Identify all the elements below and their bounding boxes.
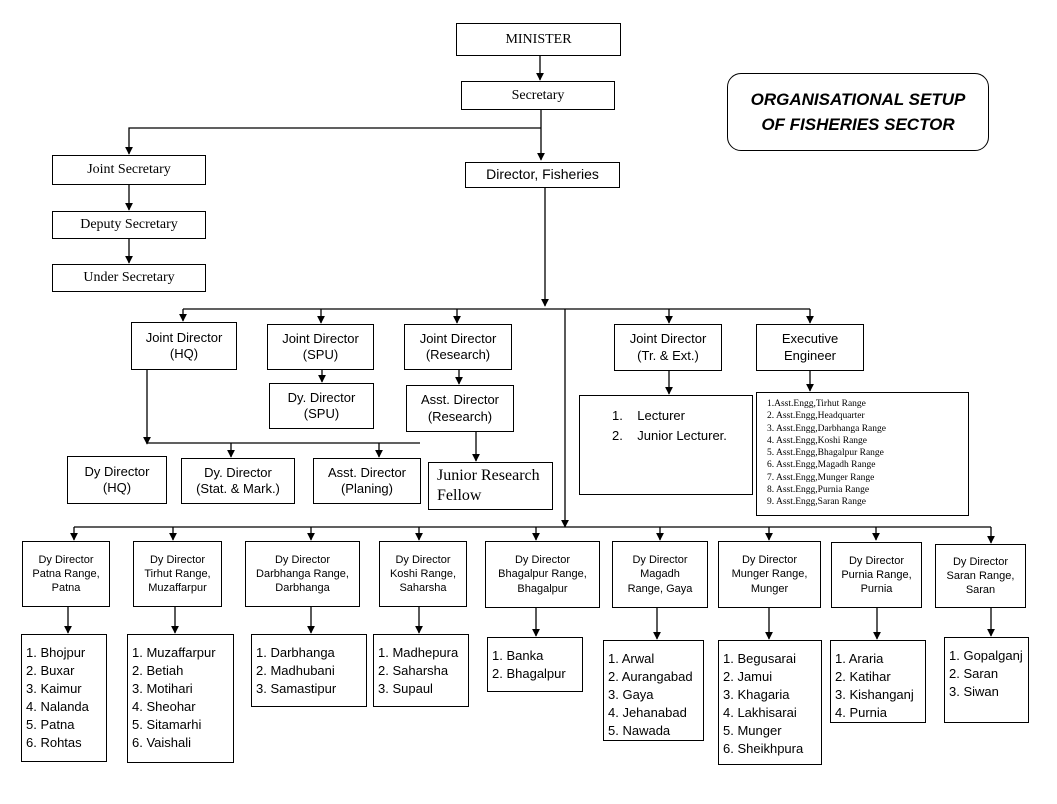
- asst-director-planing-box: Asst. Director (Planing): [313, 458, 421, 504]
- secretary-to-joint-secretary-arrow: [125, 127, 541, 155]
- range-patna-box: Dy Director Patna Range, Patna: [22, 541, 110, 607]
- dy-director-hq-box: Dy Director (HQ): [67, 456, 167, 504]
- joint-director-hq-box: Joint Director (HQ): [131, 322, 237, 370]
- districts-patna: 1. Bhojpur 2. Buxar 3. Kaimur 4. Nalanda…: [21, 634, 107, 762]
- list-item: 9. Asst.Engg,Saran Range: [767, 497, 866, 508]
- list-item: 2. Madhubani: [256, 663, 335, 678]
- list-item: 5. Munger: [723, 723, 782, 738]
- list-item: 1. Darbhanga: [256, 645, 335, 660]
- list-item: 1. Muzaffarpur: [132, 645, 216, 660]
- list-item: 1.Asst.Engg,Tirhut Range: [767, 399, 866, 409]
- range-purnia-box: Dy Director Purnia Range, Purnia: [831, 542, 922, 608]
- list-item: 1. Arwal: [608, 651, 655, 666]
- director-fisheries-box: Director, Fisheries: [465, 162, 620, 188]
- list-item: 6. Asst.Engg,Magadh Range: [767, 460, 876, 471]
- secretary-box: Secretary: [461, 81, 615, 110]
- junior-lecturer-label: Junior Lecturer.: [637, 428, 727, 443]
- list-item: 1. Gopalganj: [949, 648, 1023, 663]
- list-item: 4. Lakhisarai: [723, 705, 797, 720]
- list-item: 4. Purnia: [835, 705, 888, 720]
- lecturer-label: Lecturer: [637, 408, 685, 423]
- list-item: 4. Jehanabad: [608, 705, 687, 720]
- range-bhagalpur-box: Dy Director Bhagalpur Range, Bhagalpur: [485, 541, 600, 608]
- list-item: 3. Motihari: [132, 681, 193, 696]
- lecturer-list: 1. Lecturer 2. Junior Lecturer.: [579, 395, 753, 495]
- dy-director-spu-box: Dy. Director (SPU): [269, 383, 374, 429]
- range-magadh-box: Dy Director Magadh Range, Gaya: [612, 541, 708, 608]
- districts-munger: 1. Begusarai 2. Jamui 3. Khagaria 4. Lak…: [718, 640, 822, 765]
- list-item: 3. Samastipur: [256, 681, 337, 696]
- lecturer-item: 1. Lecturer: [612, 408, 685, 423]
- chart-title: ORGANISATIONAL SETUP OF FISHERIES SECTOR: [727, 73, 989, 151]
- districts-magadh: 1. Arwal 2. Aurangabad 3. Gaya 4. Jehana…: [603, 640, 704, 741]
- list-item: 4. Nalanda: [26, 699, 89, 714]
- joint-secretary-box: Joint Secretary: [52, 155, 206, 185]
- joint-director-research-box: Joint Director (Research): [404, 324, 512, 370]
- range-saran-box: Dy Director Saran Range, Saran: [935, 544, 1026, 608]
- list-item: 3. Siwan: [949, 684, 999, 699]
- asst-engineer-list: 1.Asst.Engg,Tirhut Range 2. Asst.Engg,He…: [756, 392, 969, 516]
- asst-director-research-box: Asst. Director (Research): [406, 385, 514, 432]
- list-item: 1. Araria: [835, 651, 884, 666]
- list-item: 3. Supaul: [378, 681, 433, 696]
- list-item: 6. Vaishali: [132, 735, 192, 750]
- districts-koshi: 1. Madhepura 2. Saharsha 3. Supaul: [373, 634, 469, 707]
- list-item: 3. Asst.Engg,Darbhanga Range: [767, 423, 886, 434]
- junior-research-fellow-box: Junior Research Fellow: [428, 462, 553, 510]
- joint-director-tr-ext-box: Joint Director (Tr. & Ext.): [614, 324, 722, 371]
- executive-engineer-box: Executive Engineer: [756, 324, 864, 371]
- list-item: 2. Bhagalpur: [492, 666, 566, 681]
- list-item: 2. Asst.Engg,Headquarter: [767, 411, 865, 422]
- list-item: 1. Bhojpur: [26, 645, 86, 660]
- list-item: 3. Kishanganj: [835, 687, 914, 702]
- list-item: 1. Banka: [492, 648, 544, 663]
- list-item: 2. Aurangabad: [608, 669, 693, 684]
- list-item: 2. Betiah: [132, 663, 184, 678]
- under-secretary-box: Under Secretary: [52, 264, 206, 292]
- range-tirhut-box: Dy Director Tirhut Range, Muzaffarpur: [133, 541, 222, 607]
- list-item: 4. Asst.Engg,Koshi Range: [767, 435, 868, 446]
- list-item: 1. Begusarai: [723, 651, 796, 666]
- list-item: 6. Rohtas: [26, 735, 82, 750]
- dy-director-stat-mark-box: Dy. Director (Stat. & Mark.): [181, 458, 295, 504]
- list-item: 5. Asst.Engg,Bhagalpur Range: [767, 448, 884, 459]
- list-item: 7. Asst.Engg,Munger Range: [767, 472, 875, 483]
- range-munger-box: Dy Director Munger Range, Munger: [718, 541, 821, 608]
- list-item: 4. Sheohar: [132, 699, 196, 714]
- districts-bhagalpur: 1. Banka 2. Bhagalpur: [487, 637, 583, 692]
- list-item: 3. Khagaria: [723, 687, 790, 702]
- districts-purnia: 1. Araria 2. Katihar 3. Kishanganj 4. Pu…: [830, 640, 926, 723]
- list-item: 5. Patna: [26, 717, 75, 732]
- list-item: 2. Jamui: [723, 669, 773, 684]
- list-item: 2. Saran: [949, 666, 999, 681]
- districts-darbhanga: 1. Darbhanga 2. Madhubani 3. Samastipur: [251, 634, 367, 707]
- list-item: 1. Madhepura: [378, 645, 459, 660]
- list-item: 5. Sitamarhi: [132, 717, 202, 732]
- range-koshi-box: Dy Director Koshi Range, Saharsha: [379, 541, 467, 607]
- list-item: 3. Kaimur: [26, 681, 82, 696]
- list-item: 8. Asst.Engg,Purnia Range: [767, 485, 870, 496]
- districts-tirhut: 1. Muzaffarpur 2. Betiah 3. Motihari 4. …: [127, 634, 234, 763]
- list-item: 6. Sheikhpura: [723, 741, 804, 756]
- list-item: 2. Saharsha: [378, 663, 449, 678]
- list-item: 3. Gaya: [608, 687, 654, 702]
- list-item: 2. Katihar: [835, 669, 891, 684]
- range-darbhanga-box: Dy Director Darbhanga Range, Darbhanga: [245, 541, 360, 607]
- districts-saran: 1. Gopalganj 2. Saran 3. Siwan: [944, 637, 1029, 723]
- list-item: 2. Buxar: [26, 663, 75, 678]
- list-item: 5. Nawada: [608, 723, 671, 738]
- junior-lecturer-item: 2. Junior Lecturer.: [612, 428, 727, 443]
- deputy-secretary-box: Deputy Secretary: [52, 211, 206, 239]
- joint-director-spu-box: Joint Director (SPU): [267, 324, 374, 370]
- minister-box: MINISTER: [456, 23, 621, 56]
